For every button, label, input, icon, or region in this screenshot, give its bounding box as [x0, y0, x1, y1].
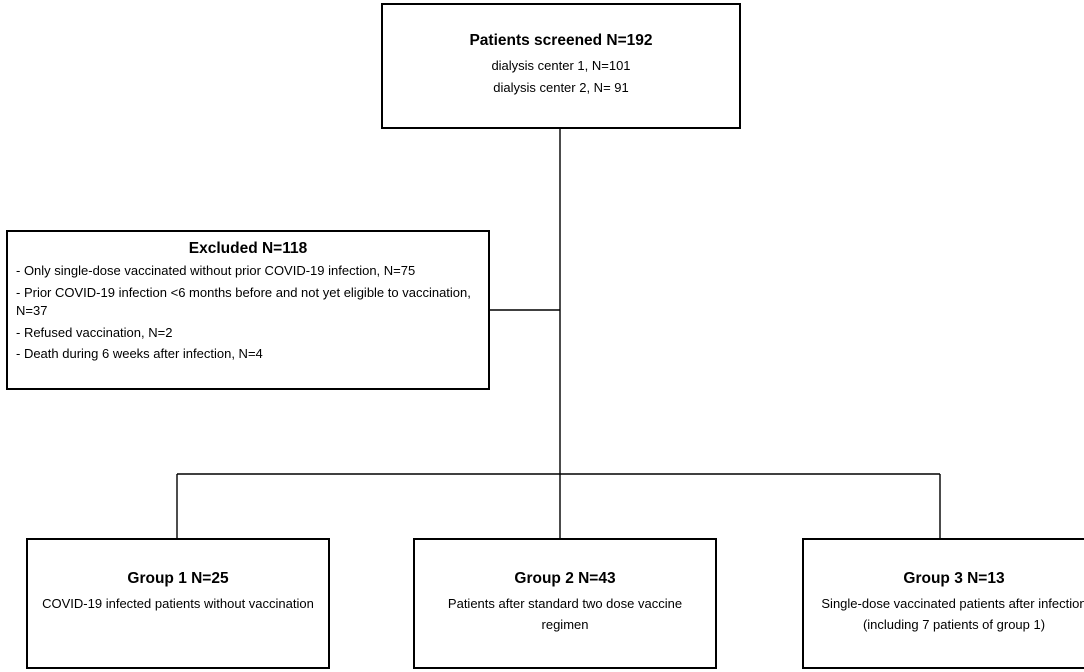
group-1-box: Group 1 N=25 COVID-19 infected patients …	[26, 538, 330, 669]
excluded-reason: - Refused vaccination, N=2	[16, 324, 173, 340]
group-3-title: Group 3 N=13	[903, 570, 1005, 587]
screened-center-1: dialysis center 1, N=101	[491, 58, 631, 73]
excluded-box: Excluded N=118 - Only single-dose vaccin…	[6, 230, 490, 390]
excluded-reason: - Only single-dose vaccinated without pr…	[16, 263, 416, 278]
group-2-description: Patients after standard two dose vaccine…	[447, 596, 683, 632]
group-1-title: Group 1 N=25	[127, 570, 229, 587]
group-3-box: Group 3 N=13 Single-dose vaccinated pati…	[802, 538, 1084, 669]
group-3-description: Single-dose vaccinated patients after in…	[821, 596, 1084, 632]
group-1-description: COVID-19 infected patients without vacci…	[42, 596, 314, 611]
group-2-title: Group 2 N=43	[514, 570, 616, 587]
excluded-title: Excluded N=118	[188, 240, 308, 257]
group-2-box: Group 2 N=43 Patients after standard two…	[413, 538, 717, 669]
screened-center-2: dialysis center 2, N= 91	[493, 80, 629, 95]
excluded-reason: - Prior COVID-19 infection <6 months bef…	[16, 284, 471, 319]
screened-box: Patients screened N=192 dialysis center …	[381, 3, 741, 129]
screened-title: Patients screened N=192	[469, 32, 653, 49]
excluded-reason: - Death during 6 weeks after infection, …	[16, 346, 263, 361]
